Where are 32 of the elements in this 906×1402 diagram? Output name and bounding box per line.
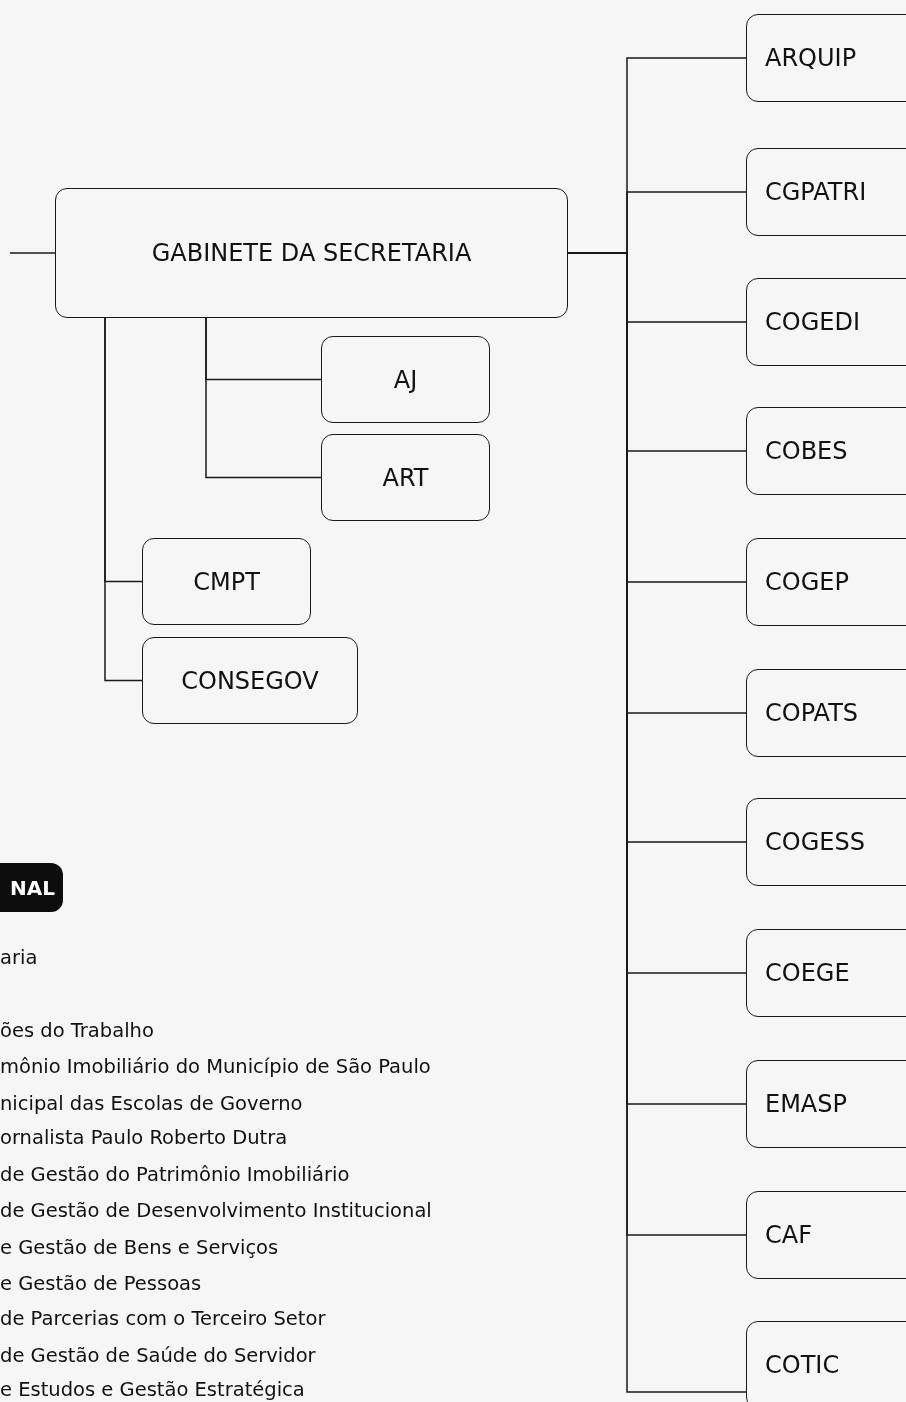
legend-text: mônio Imobiliário do Município de São Paulo [0,1054,431,1080]
unit-box: COPATS [746,669,906,757]
legend-text: de Parcerias com o Terceiro Setor [0,1306,326,1332]
unit-box: COBES [746,407,906,495]
unit-box: CAF [746,1191,906,1279]
unit-box: COTIC [746,1321,906,1402]
connector-line [104,317,143,682]
unit-box: CMPT [142,538,311,625]
unit-box: COGEDI [746,278,906,366]
unit-box: CGPATRI [746,148,906,236]
unit-box: CONSEGOV [142,637,358,724]
connector-line [9,252,56,254]
legend-text: e Estudos e Gestão Estratégica [0,1377,305,1402]
legend-text: de Gestão de Desenvolvimento Institucional [0,1198,432,1224]
unit-box: GABINETE DA SECRETARIA [55,188,568,318]
legend-text: aria [0,945,38,971]
legend-text: de Gestão de Saúde do Servidor [0,1343,316,1369]
legend-text: e Gestão de Bens e Serviços [0,1235,279,1261]
unit-box: ARQUIP [746,14,906,102]
legend-text: ornalista Paulo Roberto Dutra [0,1125,288,1151]
unit-box: COEGE [746,929,906,1017]
title-badge: NAL [0,863,63,912]
legend-text: e Gestão de Pessoas [0,1271,202,1297]
unit-box: EMASP [746,1060,906,1148]
legend-text: nicipal das Escolas de Governo [0,1091,303,1117]
legend-text: ões do Trabalho [0,1018,154,1044]
unit-box: COGESS [746,798,906,886]
connector-line [205,317,322,479]
unit-box: COGEP [746,538,906,626]
legend-text: de Gestão do Patrimônio Imobiliário [0,1162,350,1188]
unit-box: ART [321,434,490,521]
unit-box: AJ [321,336,490,423]
